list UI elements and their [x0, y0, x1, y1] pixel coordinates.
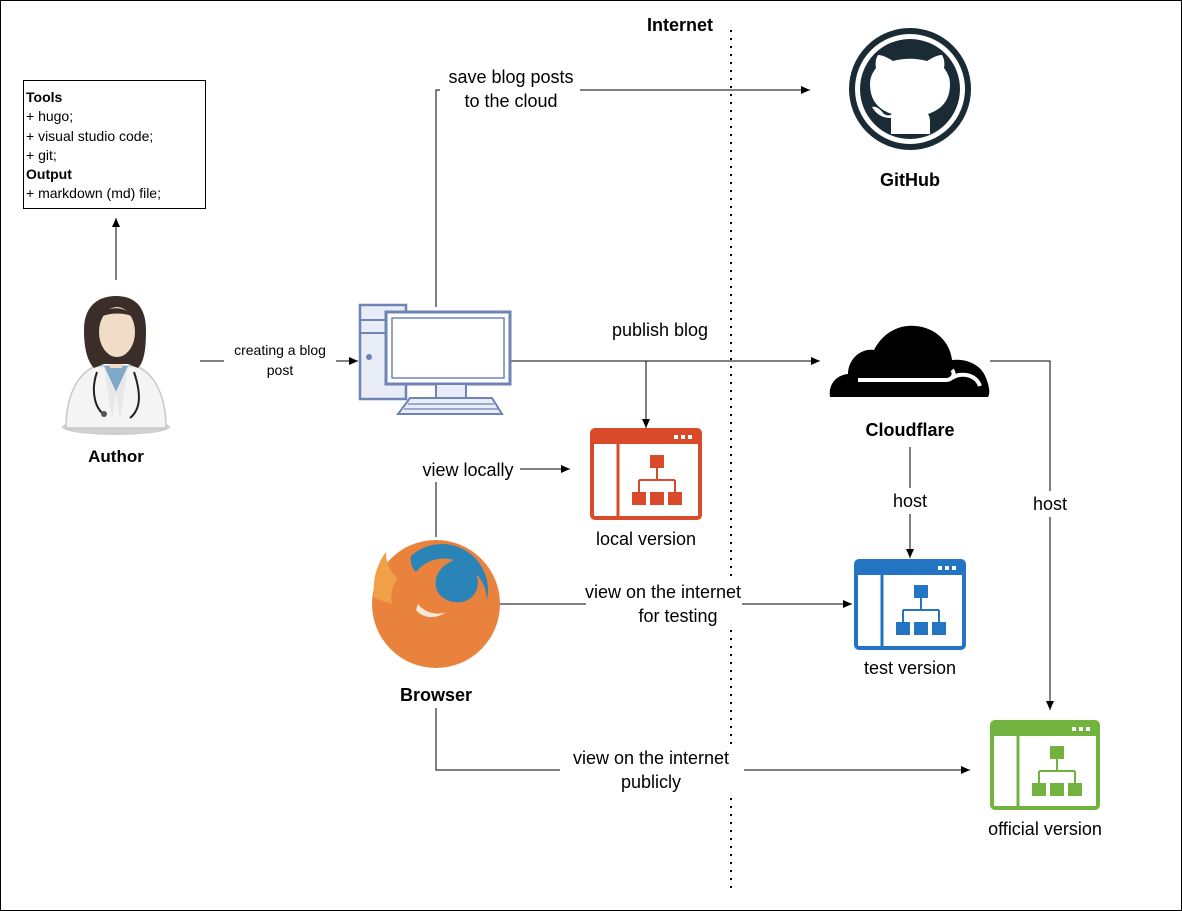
internet-label: Internet — [647, 15, 713, 35]
author-label: Author — [88, 447, 144, 466]
test-version-label: test version — [864, 658, 956, 678]
edge-label-save-cloud-2: to the cloud — [464, 91, 557, 111]
edge-label-bg — [1026, 491, 1074, 517]
edge-label-publish: publish blog — [612, 320, 708, 340]
github-icon[interactable] — [849, 28, 971, 150]
author-icon — [62, 296, 170, 435]
edge-label-view-publicly-2: publicly — [621, 772, 681, 792]
edge-label-host-test: host — [893, 491, 927, 511]
test-version-icon[interactable] — [854, 559, 966, 650]
edge-label-creating-post-2: post — [267, 362, 294, 378]
edge-label-view-testing-1: view on the internet — [585, 582, 741, 602]
edge-label-creating-post-1: creating a blog — [234, 342, 326, 358]
edge-computer-to-github — [435, 86, 810, 307]
edge-label-bg — [440, 66, 580, 114]
edge-label-host-official: host — [1033, 494, 1067, 514]
edge-cloudflare-to-official — [990, 360, 1054, 710]
official-version-label: official version — [988, 819, 1102, 839]
edge-label-view-locally: view locally — [422, 460, 513, 480]
edge-label-bg — [586, 580, 742, 628]
output-heading: Output — [26, 166, 72, 183]
local-version-label: local version — [596, 529, 696, 549]
cloudflare-icon[interactable] — [829, 325, 990, 397]
official-version-icon[interactable] — [990, 720, 1100, 810]
edge-browser-to-official — [435, 708, 970, 774]
edge-label-bg — [414, 456, 520, 482]
edge-label-bg — [560, 746, 744, 794]
edge-label-view-testing-2: for testing — [638, 606, 717, 626]
github-label: GitHub — [880, 170, 940, 190]
tool-item: + hugo; — [26, 108, 74, 125]
browser-icon[interactable] — [372, 540, 500, 668]
tools-output-box: Tools + hugo; + visual studio code; + gi… — [23, 80, 206, 209]
edge-label-save-cloud-1: save blog posts — [448, 67, 573, 87]
edge-label-bg — [886, 488, 934, 514]
tools-heading: Tools — [26, 89, 63, 105]
computer-icon[interactable] — [358, 303, 512, 415]
edge-label-bg — [224, 341, 336, 379]
local-version-icon[interactable] — [590, 428, 702, 520]
tool-item: + visual studio code; — [26, 127, 154, 144]
cloudflare-label: Cloudflare — [865, 420, 954, 440]
output-item: + markdown (md) file; — [26, 185, 161, 202]
browser-label: Browser — [400, 685, 472, 705]
tool-item: + git; — [26, 146, 57, 163]
edge-label-view-publicly-1: view on the internet — [573, 748, 729, 768]
